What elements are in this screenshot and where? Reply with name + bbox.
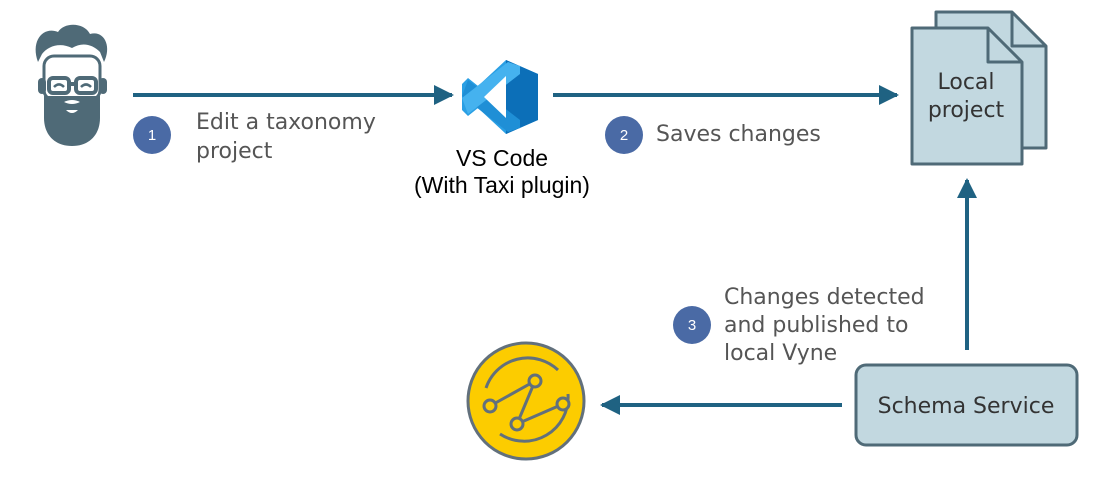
documents-icon xyxy=(910,10,1048,166)
vscode-logo-icon xyxy=(462,60,538,134)
step-2-badge: 2 xyxy=(605,116,643,154)
schema-service-label: Schema Service xyxy=(878,394,1055,419)
svg-text:1: 1 xyxy=(148,127,156,144)
svg-text:3: 3 xyxy=(688,317,696,334)
step-2-label: Saves changes xyxy=(656,122,821,147)
step-1-badge: 1 xyxy=(133,116,171,154)
step-1-label-line1: Edit a taxonomy xyxy=(196,110,376,135)
vyne-logo-icon xyxy=(466,341,586,461)
vscode-subtitle: (With Taxi plugin) xyxy=(414,172,590,198)
vscode-title: VS Code xyxy=(456,145,548,171)
step-3-label-line1: Changes detected xyxy=(724,285,925,310)
local-project-line2: project xyxy=(928,98,1005,123)
step-3-label-line2: and published to xyxy=(724,313,908,338)
step-3-label-line3: local Vyne xyxy=(724,341,837,366)
svg-text:2: 2 xyxy=(620,127,628,144)
local-project-line1: Local xyxy=(937,70,994,95)
step-1-label-line2: project xyxy=(196,139,273,164)
step-3-badge: 3 xyxy=(673,306,711,344)
developer-avatar-icon xyxy=(35,24,108,146)
schema-service-box xyxy=(854,363,1079,447)
